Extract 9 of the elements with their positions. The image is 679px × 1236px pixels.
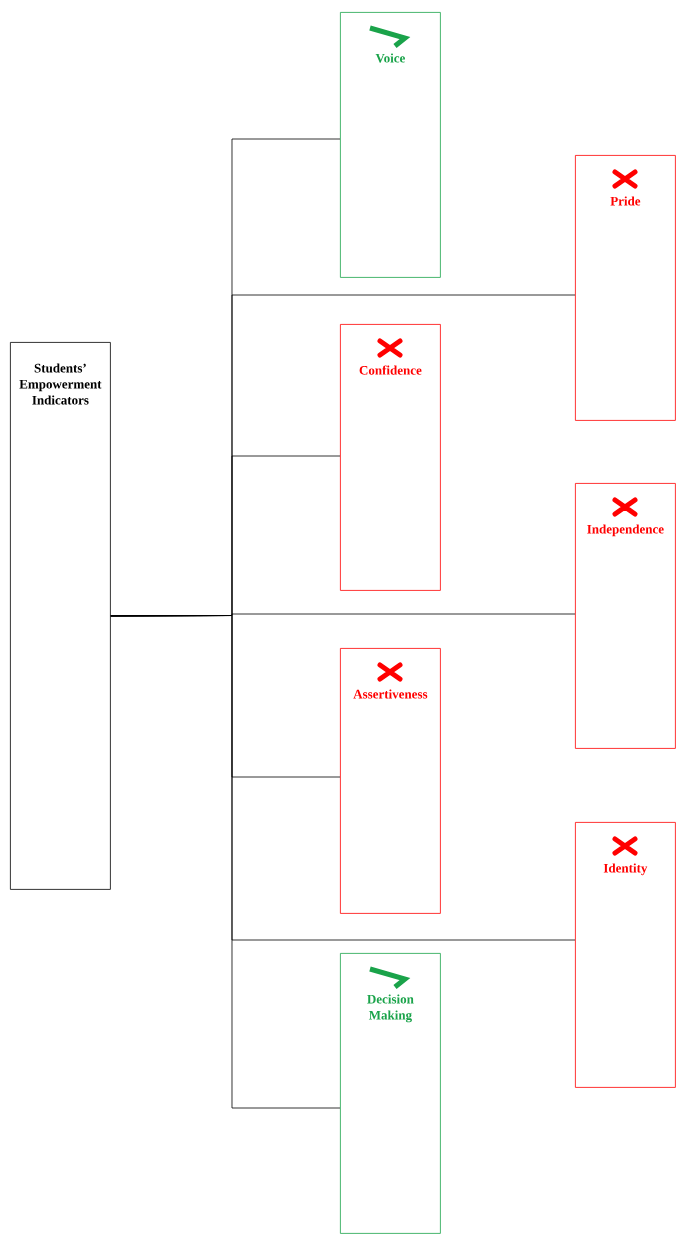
indicator-box: Pride bbox=[575, 155, 676, 421]
indicator-box: Voice bbox=[340, 12, 441, 278]
indicator-box: Assertiveness bbox=[340, 648, 441, 914]
indicator-box: Identity bbox=[575, 822, 676, 1088]
connector-line bbox=[110, 615, 341, 1109]
indicator-box: Independence bbox=[575, 483, 676, 749]
indicator-box: Students’ Empowerment Indicators bbox=[10, 342, 111, 890]
indicator-box: Confidence bbox=[340, 324, 441, 591]
indicator-box: Decision Making bbox=[340, 953, 441, 1234]
